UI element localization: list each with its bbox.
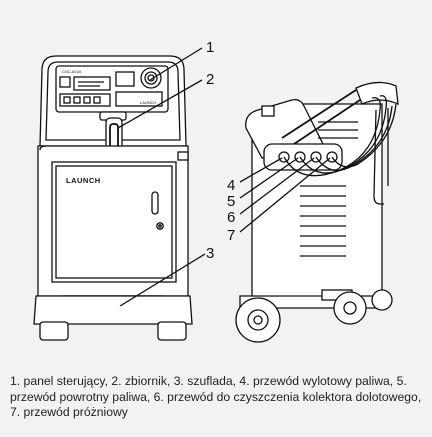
rear-wheel [235,297,281,343]
callout-3: 3 [206,245,214,262]
panel-model-label: CNC-602A [62,69,82,74]
brand-label: LAUNCH [66,176,101,185]
callout-6: 6 [227,209,235,226]
fuel-tank [99,111,127,153]
front-view: CNC-602A LAUNCH [33,55,193,341]
control-panel: CNC-602A LAUNCH [55,65,169,113]
callout-7: 7 [227,227,235,244]
figure-caption: 1. panel sterujący, 2. zbiornik, 3. szuf… [10,374,422,419]
front-cabinet [37,145,189,297]
callout-1: 1 [206,39,214,56]
callout-5: 5 [227,193,235,210]
callouts: 1 2 3 4 5 6 7 [117,39,331,307]
callout-2: 2 [206,71,214,88]
panel-brand-label: LAUNCH [140,100,157,105]
hoses [283,95,397,205]
machine-diagram: CNC-602A LAUNCH [33,39,399,343]
side-view [235,81,399,343]
front-wheel [333,291,367,325]
side-vents [300,121,358,257]
callout-4: 4 [227,177,235,194]
front-door [51,161,177,283]
